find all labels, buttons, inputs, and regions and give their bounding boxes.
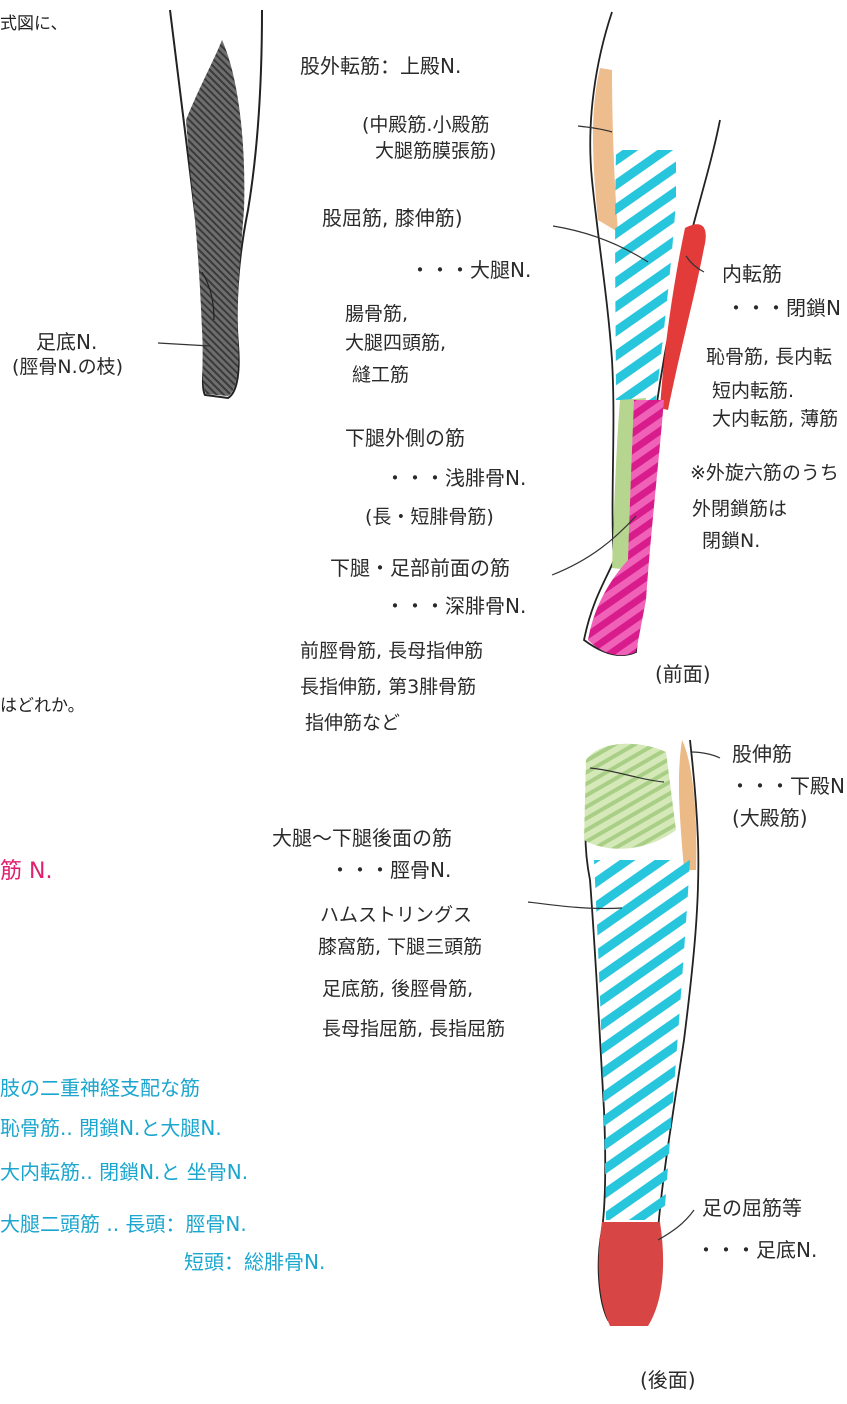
deep-peroneal-label: ・・・深腓骨N. <box>385 594 527 618</box>
obturator-externus-note: 外閉鎖筋は <box>692 498 788 520</box>
answer-fragment: 筋 N. <box>0 859 53 884</box>
tibial-nerve-label: ・・・脛骨N. <box>330 858 452 882</box>
superficial-peroneal-label: ・・・浅腓骨N. <box>385 466 527 490</box>
external-rotators-note: ※外旋六筋のうち <box>690 462 839 484</box>
plantar-leader <box>157 342 211 347</box>
double-innervation-line-4: 短頭：総腓骨N. <box>184 1250 326 1274</box>
gluteal-region-front <box>593 68 618 232</box>
hip-flexors-label: 股屈筋, 膝伸筋) <box>322 206 463 230</box>
inferior-gluteal-label: ・・・下殿N. <box>730 774 847 798</box>
gluteal-maximus-strip <box>678 740 697 870</box>
obturator-note-nerve: 閉鎖N. <box>702 530 761 552</box>
lateral-leg-label: 下腿外側の筋 <box>345 426 465 450</box>
posterior-leg-figure <box>527 739 721 1326</box>
back-list-1: ハムストリングス <box>320 904 473 926</box>
femoral-nerve-label: ・・・大腿N. <box>410 258 532 282</box>
adductors-list-3: 大内転筋, 薄筋 <box>712 408 839 430</box>
flexors-list-3: 縫工筋 <box>352 364 410 386</box>
plantar-zone <box>598 1222 664 1326</box>
double-innervation-line-1: 恥骨筋.. 閉鎖N.と大腿N. <box>0 1116 222 1140</box>
posterior-thigh-label: 大腿〜下腿後面の筋 <box>272 826 452 850</box>
front-list-1: 前脛骨筋, 長母指伸筋 <box>300 640 484 662</box>
tibial-zone <box>594 860 690 1220</box>
hip-abductors-label: 股外転筋：上殿N. <box>300 54 462 78</box>
deep-peroneal-zone <box>588 400 664 656</box>
left-leg-figure <box>157 9 263 400</box>
anterior-caption: (前面) <box>655 662 711 686</box>
back-list-2: 膝窩筋, 下腿三頭筋 <box>318 936 483 958</box>
flexors-list-1: 腸骨筋, <box>345 303 409 325</box>
hip-abductors-list-2: 大腿筋膜張筋) <box>375 140 497 162</box>
adductors-list-2: 短内転筋. <box>712 380 795 402</box>
front-list-2: 長指伸筋, 第3腓骨筋 <box>300 676 477 698</box>
front-leg-label: 下腿・足部前面の筋 <box>330 556 510 580</box>
sole-flexors-label: 足の屈筋等 <box>702 1196 802 1220</box>
plantar-nerve-label: 足底N. <box>36 330 98 354</box>
plantar-nerve-back-label: ・・・足底N. <box>696 1238 818 1262</box>
obturator-nerve-label: ・・・閉鎖N <box>726 296 841 320</box>
printed-fragment-top: 式図に、 <box>0 14 68 34</box>
lateral-leg-muscles: (長・短腓骨筋) <box>365 506 494 528</box>
double-innervation-title: 肢の二重神経支配な筋 <box>0 1076 200 1100</box>
back-list-4: 長母指屈筋, 長指屈筋 <box>322 1018 506 1040</box>
anterior-leg-figure <box>551 11 721 657</box>
double-innervation-line-2: 大内転筋.. 閉鎖N.と 坐骨N. <box>0 1160 249 1184</box>
hip-extensor-label: 股伸筋 <box>732 742 792 766</box>
adductors-list-1: 恥骨筋, 長内転 <box>706 346 833 368</box>
front-list-3: 指伸筋など <box>305 712 401 734</box>
obturator-zone <box>660 224 706 410</box>
hip-abductors-list-1: (中殿筋.小殿筋 <box>362 114 490 136</box>
adductors-label: 内転筋 <box>722 262 782 286</box>
printed-fragment-question: はどれか。 <box>0 696 85 716</box>
gluteus-maximus-label: (大殿筋) <box>732 806 808 830</box>
posterior-caption: (後面) <box>640 1368 696 1392</box>
flexors-list-2: 大腿四頭筋, <box>345 332 447 354</box>
gluteal-region-back <box>584 743 676 849</box>
plantar-nerve-sub: (脛骨N.の枝) <box>12 356 124 378</box>
double-innervation-line-3: 大腿二頭筋 .. 長頭：脛骨N. <box>0 1212 247 1236</box>
back-list-3: 足底筋, 後脛骨筋, <box>322 978 474 1000</box>
sciatic-zone-front <box>615 150 676 400</box>
